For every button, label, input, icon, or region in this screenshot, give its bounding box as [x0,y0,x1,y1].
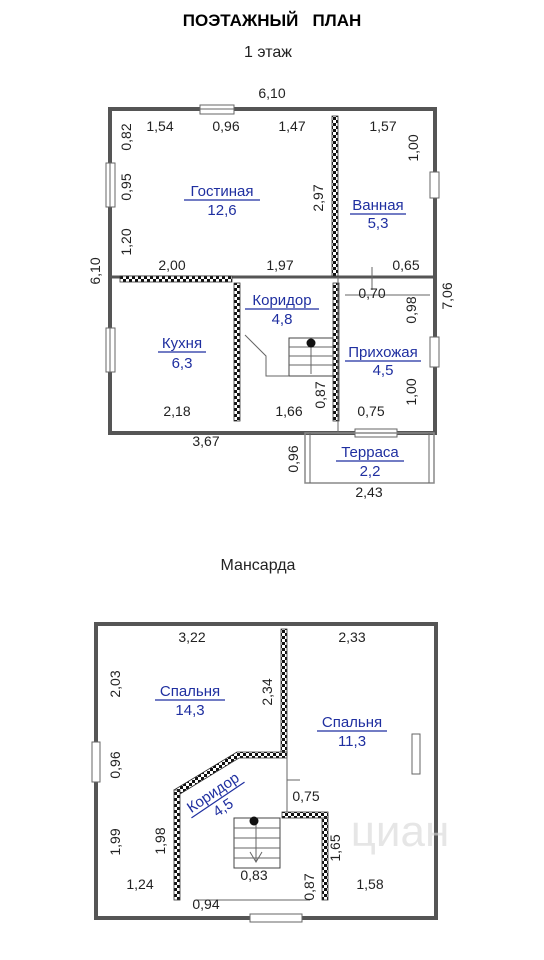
dim-label: 0,87 [312,381,328,408]
dim-label: 2,43 [355,484,382,500]
dim-label: 0,65 [392,257,419,273]
room-name-bath: Ванная [352,197,403,214]
dim-label: 1,65 [327,834,343,861]
dim-label: 0,82 [118,123,134,150]
dim-label: 2,03 [107,670,123,697]
dim-label: 2,97 [310,184,326,211]
room-name-kitchen: Кухня [162,335,202,352]
room-area-living: 12,6 [207,202,236,219]
dim-label: 2,33 [338,629,365,645]
dim-label: 1,00 [403,378,419,405]
dim-label: 0,96 [285,445,301,472]
floor1-plan: Гостиная 12,6 Ванная 5,3 Коридор 4,8 Кух… [87,85,455,500]
floor2-label: Мансарда [221,557,296,574]
room-name-living: Гостиная [191,183,254,200]
room-area-bath: 5,3 [368,215,389,232]
window [411,733,421,775]
dim-label: 1,24 [126,876,153,892]
dim-label: 6,10 [258,85,285,101]
watermark: циан [351,807,450,856]
window [429,171,440,199]
room-area-kitchen: 6,3 [172,355,193,372]
dim-label: 0,98 [403,296,419,323]
window [249,913,303,923]
staircase [196,816,310,901]
dim-label: 0,83 [240,867,267,883]
dim-label: 1,47 [278,118,305,134]
dim-label: 3,67 [192,433,219,449]
room-name-bedroom-2: Спальня [322,714,382,731]
dim-label: 1,97 [266,257,293,273]
room-area-bedroom-1: 14,3 [175,702,204,719]
hatched-wall [233,282,241,422]
room-area-corridor: 4,8 [272,311,293,328]
room-area-terrace: 2,2 [360,463,381,480]
dim-label: 1,54 [146,118,173,134]
room-area-hall: 4,5 [373,362,394,379]
dim-label: 0,95 [118,173,134,200]
window [429,336,440,368]
hatched-wall [280,628,288,754]
dim-label: 0,94 [192,896,219,912]
page-title: ПОЭТАЖНЫЙ ПЛАН [183,11,362,30]
dim-label: 6,10 [87,257,103,284]
dim-label: 3,22 [178,629,205,645]
terrace-outline [304,432,435,484]
dim-label: 0,75 [357,403,384,419]
staircase [244,334,334,377]
hatched-wall [173,789,181,901]
dim-label: 1,00 [405,134,421,161]
room-area-bedroom-2: 11,3 [338,733,366,750]
room-name-corridor: Коридор [252,292,311,309]
dim-label: 1,99 [107,828,123,855]
dim-label: 2,18 [163,403,190,419]
window [91,741,101,783]
dim-label: 1,20 [118,228,134,255]
room-name-terrace: Терраса [341,444,399,461]
floor1-label: 1 этаж [244,44,292,61]
dim-label: 2,00 [158,257,185,273]
dim-label: 0,96 [107,751,123,778]
floor1-outer-wall [108,107,437,435]
floor2-plan: Спальня 14,3 Спальня 11,3 Коридор 4,5 3,… [91,622,450,923]
hatched-wall [331,115,339,277]
room-name-hall: Прихожая [348,344,418,361]
dim-label: 1,98 [152,827,168,854]
dim-label: 0,70 [358,285,385,301]
dim-label: 1,58 [356,876,383,892]
dim-label: 0,87 [301,873,317,900]
dim-label: 1,57 [369,118,396,134]
room-name-bedroom-1: Спальня [160,683,220,700]
dim-label: 0,96 [212,118,239,134]
dim-label: 2,34 [259,678,275,705]
dim-label: 1,66 [275,403,302,419]
hatched-wall [281,811,329,819]
dim-label: 7,06 [439,282,455,309]
dim-label: 0,75 [292,788,319,804]
hatched-wall [119,275,233,283]
